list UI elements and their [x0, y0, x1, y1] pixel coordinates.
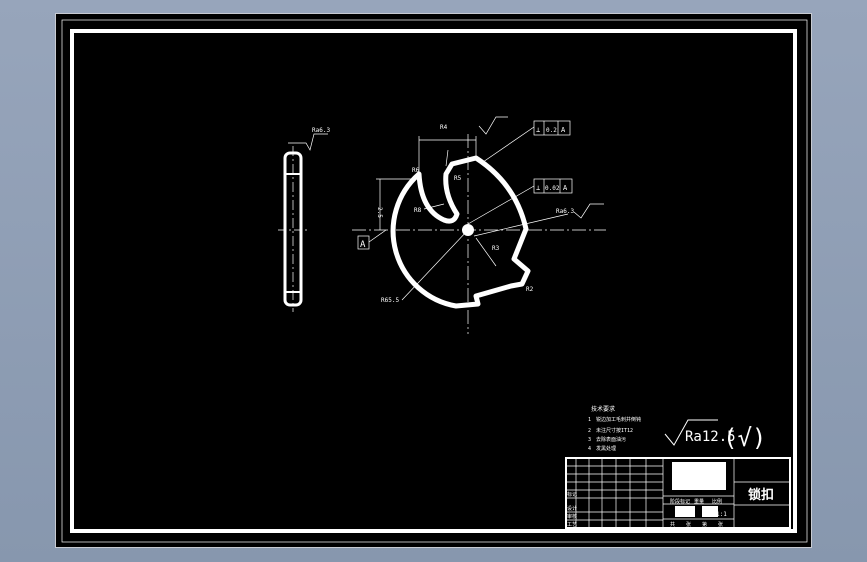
- tolerance-frame: ⊥ 0.02 A: [533, 178, 573, 194]
- dimension-label: R3: [492, 245, 500, 252]
- leader-line: [423, 203, 445, 210]
- roughness-symbol: [478, 116, 508, 135]
- leader-line: [467, 185, 535, 225]
- leader-line: [482, 126, 535, 163]
- tolerance-value: 0.02: [545, 185, 560, 192]
- title-block: 1:1 阶段标记 重量 比例 共 张 第 张 锁扣 标记 设计 审核 工艺: [565, 457, 791, 529]
- tech-req-number: 3: [588, 437, 591, 443]
- tech-req-item: 去除表面油污: [596, 436, 626, 443]
- side-view-outline: [283, 151, 303, 307]
- tolerance-datum: A: [563, 184, 568, 192]
- surface-callout: Ra6.3: [556, 208, 574, 215]
- side-roughness-label: Ra6.3: [312, 127, 330, 134]
- cad-drawing: Ra6.3 Ra6.3 R4 R6 R5 R8 R3 R2 2.5: [61, 19, 808, 543]
- row-label: 设计: [567, 505, 577, 512]
- tolerance-symbol: ⊥: [536, 184, 540, 192]
- roughness-symbol: [664, 419, 718, 446]
- dimension-label: R4: [440, 124, 448, 131]
- dimension-label: R5: [454, 175, 462, 182]
- scale-label: 1:1: [716, 511, 727, 518]
- latch-plate-outline: [390, 155, 531, 309]
- stage-label: 重量: [694, 498, 704, 505]
- front-view: Ra6.3 R4 R6 R5 R8 R3 R2 2.5 R65.5: [352, 116, 606, 334]
- leader-line: [401, 229, 469, 301]
- sheet-label: 张: [686, 521, 691, 528]
- dimension-label: 2.5: [376, 207, 383, 218]
- outer-border: [61, 19, 808, 543]
- tech-req-item: 锐边加工毛刺并倒钝: [596, 416, 641, 423]
- general-roughness: Ra12.5 (√): [664, 419, 766, 452]
- part-name: 锁扣: [748, 487, 774, 503]
- side-roughness-symbol: [288, 133, 328, 151]
- tolerance-frame: ⊥ 0.2 A: [533, 120, 571, 136]
- row-label: 标记: [567, 491, 577, 498]
- roughness-check: (√): [723, 424, 766, 452]
- dimension-line: [445, 149, 449, 167]
- stage-label: 阶段标记: [670, 498, 690, 505]
- roughness-label: Ra12.5: [685, 429, 736, 445]
- tolerance-value: 0.2: [546, 127, 557, 134]
- datum-label: A: [360, 240, 366, 250]
- tolerance-datum: A: [561, 126, 566, 134]
- leader-line: [475, 237, 497, 267]
- dimension-label: R6: [412, 167, 420, 174]
- drawing-sheet: Ra6.3 Ra6.3 R4 R6 R5 R8 R3 R2 2.5: [55, 13, 812, 548]
- tech-req-item: 发黑处理: [596, 445, 616, 452]
- row-label: 工艺: [567, 522, 577, 528]
- side-view: Ra6.3: [278, 127, 330, 312]
- dimension-label: R65.5: [381, 297, 399, 304]
- tolerance-symbol: ⊥: [536, 126, 540, 134]
- inner-border: [70, 29, 797, 533]
- roughness-symbol: [573, 203, 604, 219]
- dimension-label: R8: [414, 207, 422, 214]
- tech-req-number: 4: [588, 446, 591, 452]
- sheet-label: 共: [670, 521, 675, 528]
- leader-line: [473, 213, 569, 237]
- tech-req-title: 技术要求: [591, 405, 615, 413]
- row-label: 审核: [567, 513, 577, 520]
- tech-req-number: 2: [588, 428, 591, 434]
- dimension-label: R2: [526, 286, 534, 293]
- tech-req-item: 未注尺寸按IT12: [596, 427, 633, 434]
- tech-req-number: 1: [588, 417, 591, 423]
- stage-label: 比例: [712, 498, 722, 505]
- technical-requirements: 技术要求 1 锐边加工毛刺并倒钝 2 未注尺寸按IT12 3 去除表面油污 4 …: [588, 405, 641, 452]
- datum-leader: [368, 229, 387, 243]
- datum-box: [357, 235, 370, 250]
- sheet-label: 张: [718, 521, 723, 528]
- sheet-label: 第: [702, 521, 707, 528]
